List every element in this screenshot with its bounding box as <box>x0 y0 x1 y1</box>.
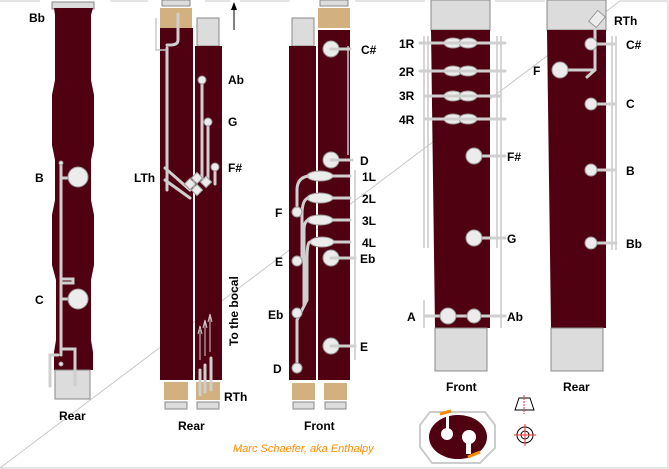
label-2r: 2R <box>399 65 415 79</box>
label-to-the-bocal: To the bocal <box>227 276 241 346</box>
view-label: Front <box>446 380 477 394</box>
credit: Marc Schaefer, aka Enthalpy <box>233 443 375 455</box>
label-fs: F# <box>507 150 521 164</box>
label-b: B <box>626 164 635 178</box>
projection-symbol-icon <box>514 395 535 414</box>
label-eb2: Eb <box>268 308 283 322</box>
label-1l: 1L <box>362 170 376 184</box>
label-lth: LTh <box>134 171 155 185</box>
label-3r: 3R <box>399 89 415 103</box>
wing-joint <box>289 0 357 410</box>
c-key <box>67 288 89 310</box>
boot-joint-rear <box>546 0 618 372</box>
view-label: Front <box>304 419 335 433</box>
label-eb: Eb <box>360 252 375 266</box>
label-e: E <box>275 255 283 269</box>
bell-joint <box>48 1 95 400</box>
label-ab: Ab <box>228 73 244 87</box>
label-4r: 4R <box>399 113 415 127</box>
label-f: F <box>275 206 282 220</box>
label-a: A <box>407 310 416 324</box>
view-label: Rear <box>59 409 86 423</box>
label-f: F <box>533 64 540 78</box>
label-bb: Bb <box>29 11 45 25</box>
boot-joint-front <box>418 0 507 372</box>
label-cs: C# <box>361 43 377 57</box>
label-c: C <box>626 97 635 111</box>
label-fs: F# <box>228 161 242 175</box>
label-e2: E <box>360 340 368 354</box>
view-label: Rear <box>563 380 590 394</box>
label-ab: Ab <box>507 310 523 324</box>
label-rth: RTh <box>614 14 637 28</box>
target-symbol-icon <box>514 424 536 446</box>
label-cs: C# <box>626 38 642 52</box>
label-3l: 3L <box>362 214 376 228</box>
label-2l: 2L <box>362 192 376 206</box>
label-bb: Bb <box>626 237 642 251</box>
label-c: C <box>35 293 44 307</box>
view-label: Rear <box>178 419 205 433</box>
label-rth: RTh <box>224 390 247 404</box>
b-key <box>67 166 89 188</box>
label-1r: 1R <box>399 37 415 51</box>
label-4l: 4L <box>362 236 376 250</box>
boot-cross-section <box>419 409 496 464</box>
label-g: G <box>228 115 237 129</box>
long-joint <box>155 0 222 410</box>
label-d: D <box>360 154 369 168</box>
up-arrow-icon <box>231 2 237 30</box>
label-b: B <box>35 171 44 185</box>
label-g: G <box>507 232 516 246</box>
label-d2: D <box>273 362 282 376</box>
